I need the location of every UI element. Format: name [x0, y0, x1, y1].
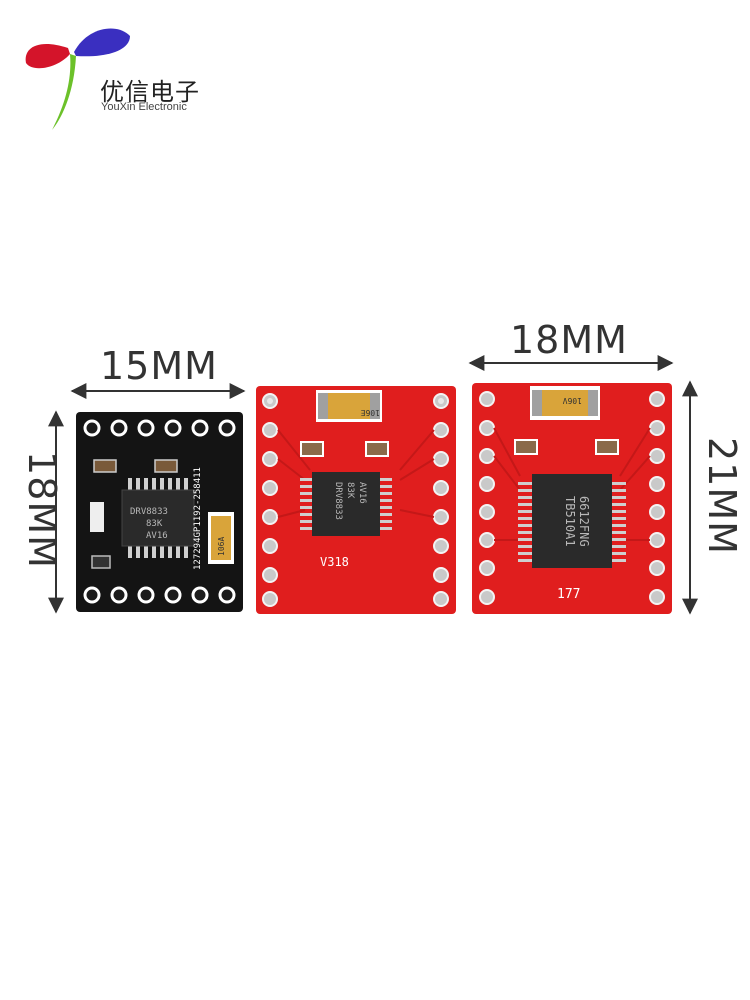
- black-driver-board: DRV8833 83K AV16 127294GP1192-258411 106…: [76, 412, 243, 612]
- red-right-silkscreen: 177: [557, 587, 580, 602]
- red-right-cap-text: 106V: [563, 396, 582, 405]
- logo-mark-icon: [25, 28, 130, 130]
- red-middle-board: 106E DRV8833 83K AV16 V318: [256, 386, 456, 614]
- red-right-board: 106V TB510A1 6612FNG 177: [472, 383, 672, 614]
- right-width-label: 18MM: [510, 318, 628, 362]
- red-mid-chip-line1: DRV8833: [333, 482, 343, 520]
- left-height-label: 18MM: [19, 451, 64, 569]
- red-mid-silkscreen: V318: [320, 555, 349, 569]
- brand-name-en: YouXin Electronic: [101, 101, 187, 113]
- red-right-chip-line2: 6612FNG: [577, 496, 591, 547]
- black-chip-line2: 83K: [146, 519, 163, 529]
- brand-name-cn: 优信电子: [100, 78, 200, 106]
- red-mid-chip-line3: AV16: [357, 482, 367, 504]
- right-height-label: 21MM: [699, 437, 744, 555]
- black-chip-line1: DRV8833: [130, 507, 168, 517]
- brand-logo: [18, 18, 218, 138]
- black-cap-text: 106A: [217, 537, 226, 556]
- red-mid-cap-text: 106E: [361, 408, 380, 417]
- red-right-chip-line1: TB510A1: [563, 496, 577, 547]
- black-chip-line3: AV16: [146, 531, 168, 541]
- red-mid-chip-line2: 83K: [345, 482, 355, 499]
- black-side-text: 127294GP1192-258411: [193, 467, 203, 570]
- left-width-label: 15MM: [100, 344, 218, 388]
